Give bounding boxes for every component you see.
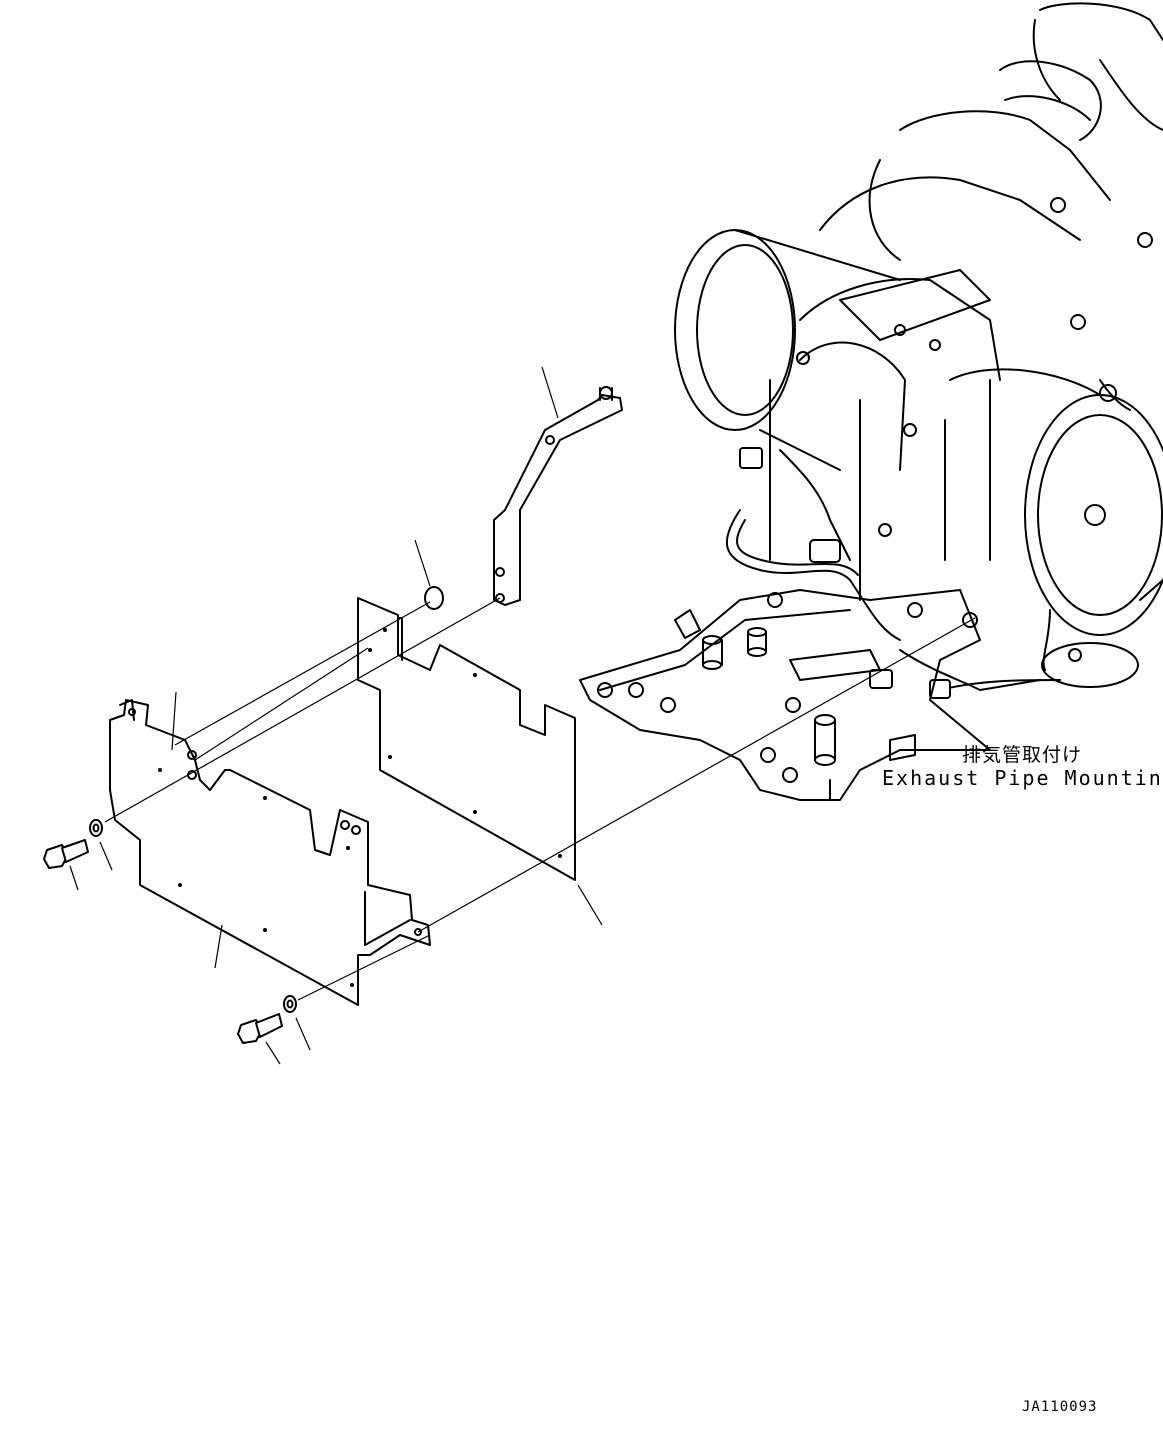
rear-cover-plate: [357, 597, 603, 926]
plug-cap: [414, 539, 444, 610]
engine-assembly: [579, 2, 1163, 801]
bolt-upper: [43, 839, 89, 891]
drawing-number: JA110093: [1022, 1399, 1098, 1415]
callout-label-en: Exhaust Pipe Mounting: [882, 766, 1163, 790]
washer-lower: [283, 995, 311, 1051]
front-cover: [109, 691, 431, 1006]
bolt-lower: [237, 1013, 283, 1065]
washer-upper: [89, 819, 113, 871]
assembly-guide-lines: [104, 597, 976, 1001]
callout-label-jp: 排気管取付け: [962, 744, 1083, 766]
stay-bracket: [493, 366, 623, 606]
